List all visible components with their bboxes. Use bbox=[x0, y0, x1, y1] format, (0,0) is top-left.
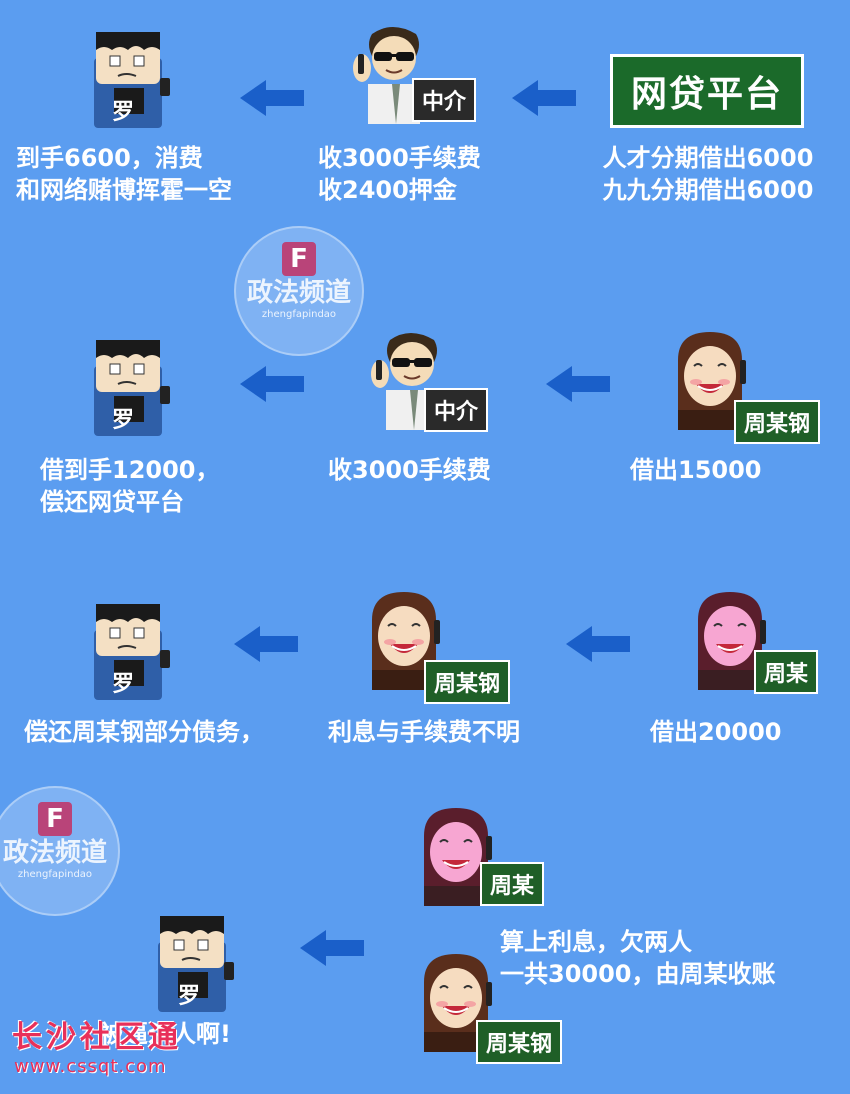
debt-caption: 算上利息，欠两人 一共30000，由周某收账 bbox=[500, 926, 830, 990]
platform-label: 网贷平台 bbox=[610, 54, 804, 128]
watermark-f-icon: F bbox=[38, 802, 72, 836]
luo-caption: 被逼杀人啊! bbox=[100, 1020, 231, 1048]
luo-caption-line-1: 借到手12000， bbox=[40, 456, 220, 484]
watermark-logo: F 政法频道 zhengfapindao bbox=[234, 226, 364, 356]
zhou-mou-tag: 周某 bbox=[754, 650, 819, 694]
watermark-cn: 政法频道 bbox=[246, 278, 351, 308]
footer-watermark-url: www.cssqt.com bbox=[14, 1056, 167, 1077]
luo-caption-line-1: 到手6600，消费 bbox=[16, 144, 203, 172]
watermark-en: zhengfapindao bbox=[261, 309, 337, 320]
zhou-mou-tag: 周某 bbox=[480, 862, 545, 906]
watermark-en: zhengfapindao bbox=[17, 869, 93, 880]
agent-tag: 中介 bbox=[424, 388, 489, 432]
lender-caption: 借出20000 bbox=[650, 718, 782, 746]
luo-caption-line-2: 偿还网贷平台 bbox=[40, 488, 184, 516]
zhou-mougang-tag: 周某钢 bbox=[476, 1020, 563, 1064]
luo-caption: 借到手12000， 偿还网贷平台 bbox=[40, 454, 260, 518]
agent-caption-line-1: 收3000手续费 bbox=[318, 144, 481, 172]
arrow-left-icon bbox=[234, 626, 298, 662]
zhou-mougang-tag: 周某钢 bbox=[424, 660, 511, 704]
middle-caption: 利息与手续费不明 bbox=[328, 718, 520, 746]
luo-caption: 到手6600，消费 和网络赌博挥霍一空 bbox=[16, 142, 266, 206]
luo-tag: 罗 bbox=[112, 100, 135, 125]
arrow-left-icon bbox=[546, 366, 610, 402]
footer-watermark-cn: 长沙社区通 bbox=[12, 1020, 182, 1055]
luo-caption-line-2: 和网络赌博挥霍一空 bbox=[16, 176, 232, 204]
watermark-cn: 政法频道 bbox=[2, 838, 107, 868]
luo-caption: 偿还周某钢部分债务， bbox=[24, 718, 264, 746]
debt-caption-line-2: 一共30000，由周某收账 bbox=[500, 960, 776, 988]
agent-caption-line-2: 收2400押金 bbox=[318, 176, 457, 204]
watermark-f-icon: F bbox=[282, 242, 316, 276]
agent-caption: 收3000手续费 收2400押金 bbox=[318, 142, 508, 206]
luo-tag: 罗 bbox=[112, 672, 135, 697]
agent-tag: 中介 bbox=[412, 78, 477, 122]
luo-tag: 罗 bbox=[178, 984, 201, 1009]
watermark-logo: F 政法频道 zhengfapindao bbox=[0, 786, 120, 916]
platform-caption-line-2: 九九分期借出6000 bbox=[602, 176, 814, 204]
platform-caption: 人才分期借出6000 九九分期借出6000 bbox=[590, 142, 826, 206]
zhou-mougang-tag: 周某钢 bbox=[734, 400, 821, 444]
debt-caption-line-1: 算上利息，欠两人 bbox=[500, 928, 692, 956]
luo-tag: 罗 bbox=[112, 408, 135, 433]
lender-caption: 借出15000 bbox=[630, 456, 762, 484]
platform-caption-line-1: 人才分期借出6000 bbox=[602, 144, 814, 172]
arrow-left-icon bbox=[240, 80, 304, 116]
arrow-left-icon bbox=[566, 626, 630, 662]
arrow-left-icon bbox=[240, 366, 304, 402]
arrow-left-icon bbox=[512, 80, 576, 116]
agent-caption: 收3000手续费 bbox=[328, 456, 491, 484]
arrow-left-icon bbox=[300, 930, 364, 966]
